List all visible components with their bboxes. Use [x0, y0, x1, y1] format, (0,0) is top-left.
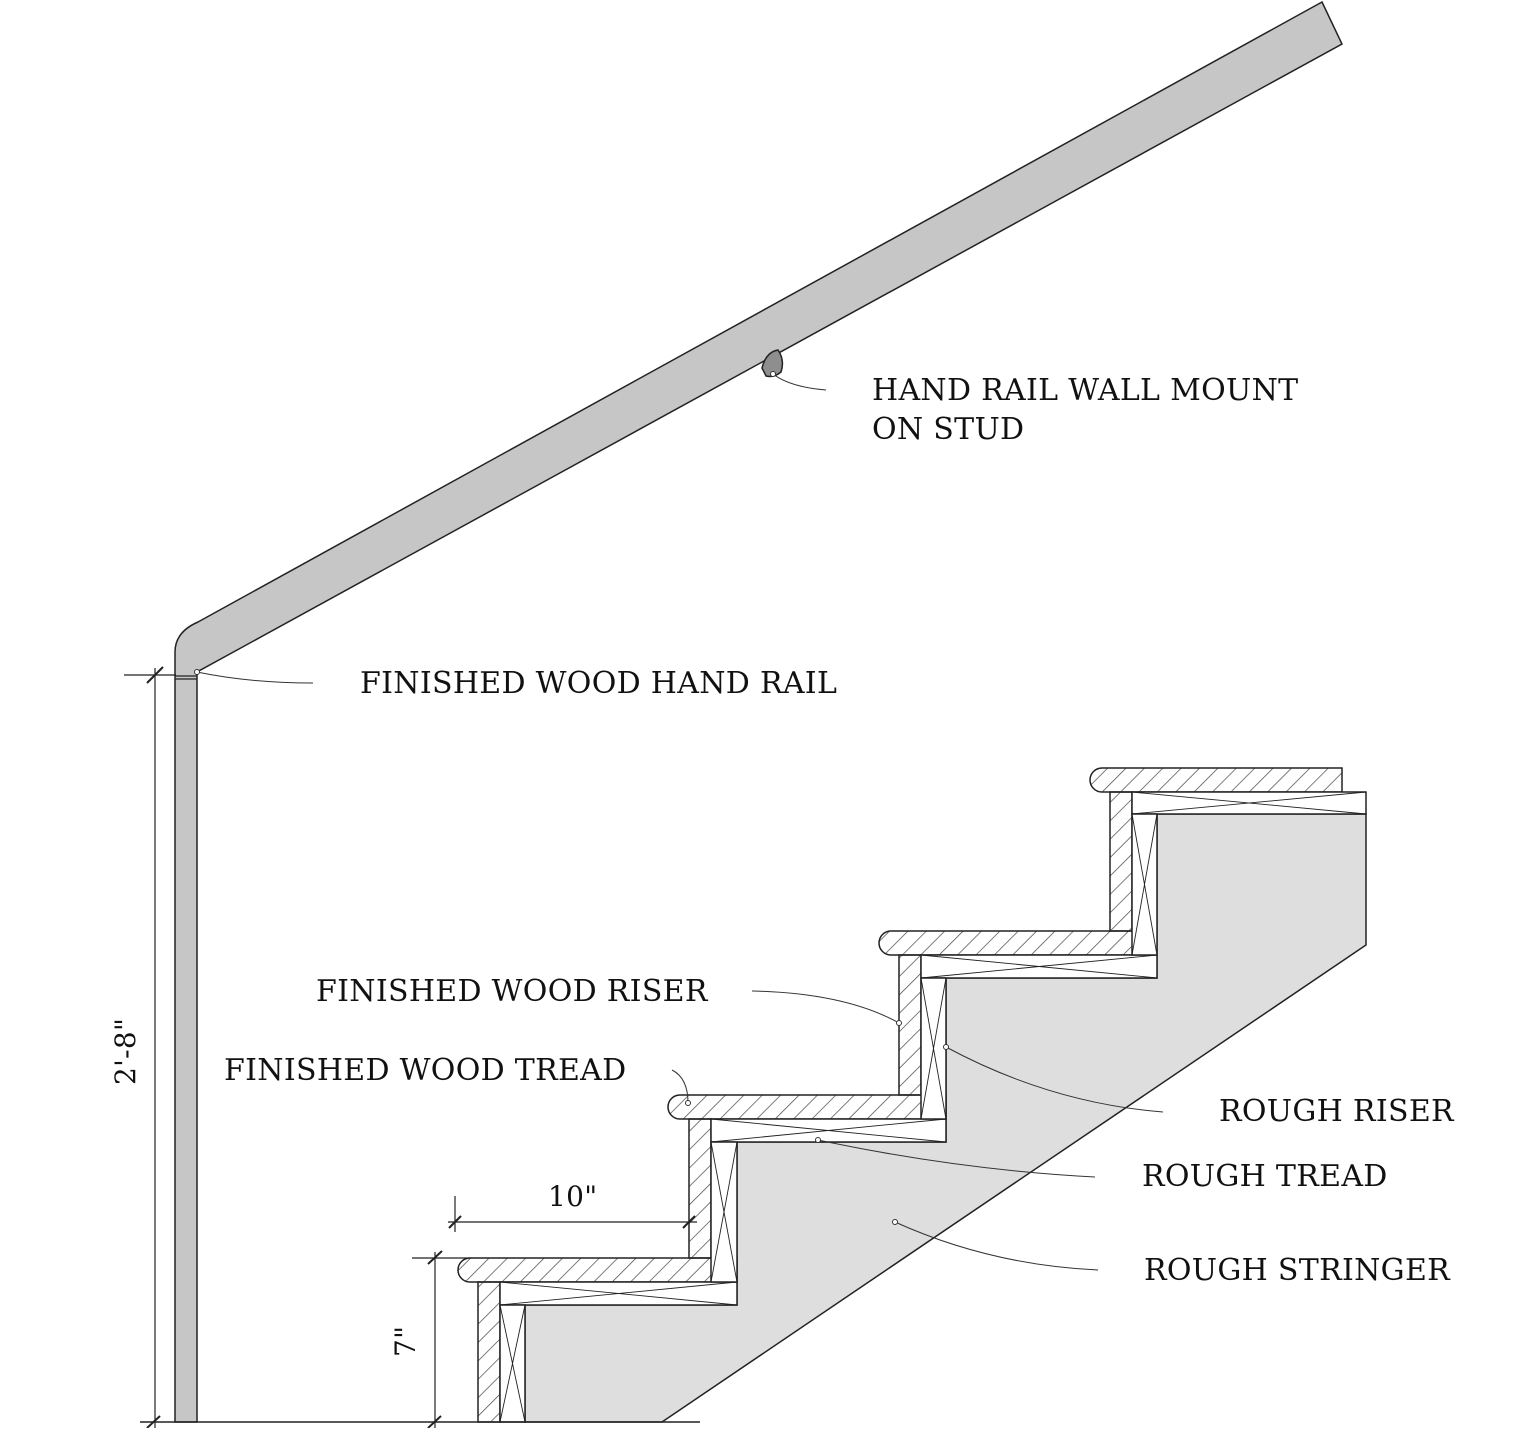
leader-wall-mount [772, 373, 827, 391]
dimension-riser-height [412, 1250, 470, 1429]
label-wall-mount-line2: ON STUD [872, 412, 1025, 447]
finished-tread [878, 930, 1134, 956]
dimension-rail-height [124, 666, 176, 1429]
leader-dots [194, 371, 949, 1225]
rough-riser [920, 977, 947, 1120]
rough-tread [920, 954, 1158, 979]
leader-rough-stringer [894, 1221, 1099, 1271]
dimension-tread-depth [448, 1196, 697, 1232]
leader-lines [196, 373, 1164, 1271]
dimension-rail-height-text: 2'-8" [109, 1017, 142, 1085]
label-rough-riser: ROUGH RISER [1219, 1094, 1454, 1129]
finished-tread [457, 1257, 738, 1283]
finished-riser [477, 1281, 501, 1423]
label-wood-tread: FINISHED WOOD TREAD [224, 1053, 627, 1088]
label-wall-mount-line1: HAND RAIL WALL MOUNT [872, 373, 1299, 408]
label-wood-riser: FINISHED WOOD RISER [316, 974, 708, 1009]
rough-riser [499, 1304, 526, 1423]
leader-wood-riser [751, 990, 900, 1024]
leader-wood-tread [671, 1069, 689, 1104]
rough-tread [1131, 791, 1367, 815]
finished-riser [898, 954, 922, 1096]
label-wall-mount: HAND RAIL WALL MOUNT ON STUD [872, 371, 1298, 449]
rough-riser [710, 1141, 738, 1283]
label-hand-rail: FINISHED WOOD HAND RAIL [360, 666, 838, 701]
leader-hand-rail [196, 671, 314, 684]
leader-rough-riser [945, 1046, 1164, 1113]
label-rough-stringer: ROUGH STRINGER [1144, 1253, 1451, 1288]
finished-tread [667, 1094, 947, 1120]
label-rough-tread: ROUGH TREAD [1142, 1159, 1388, 1194]
rough-riser [1131, 813, 1158, 956]
dimension-riser-height-text: 7" [389, 1325, 422, 1357]
dimension-tread-depth-text: 10" [548, 1180, 598, 1213]
leader-rough-tread [817, 1139, 1096, 1178]
rough-tread [499, 1281, 738, 1306]
finished-tread [1089, 767, 1343, 793]
finished-riser [688, 1118, 712, 1259]
finished-riser [1109, 791, 1133, 932]
rough-tread [710, 1118, 947, 1143]
hand-rail [174, 0, 1343, 1423]
